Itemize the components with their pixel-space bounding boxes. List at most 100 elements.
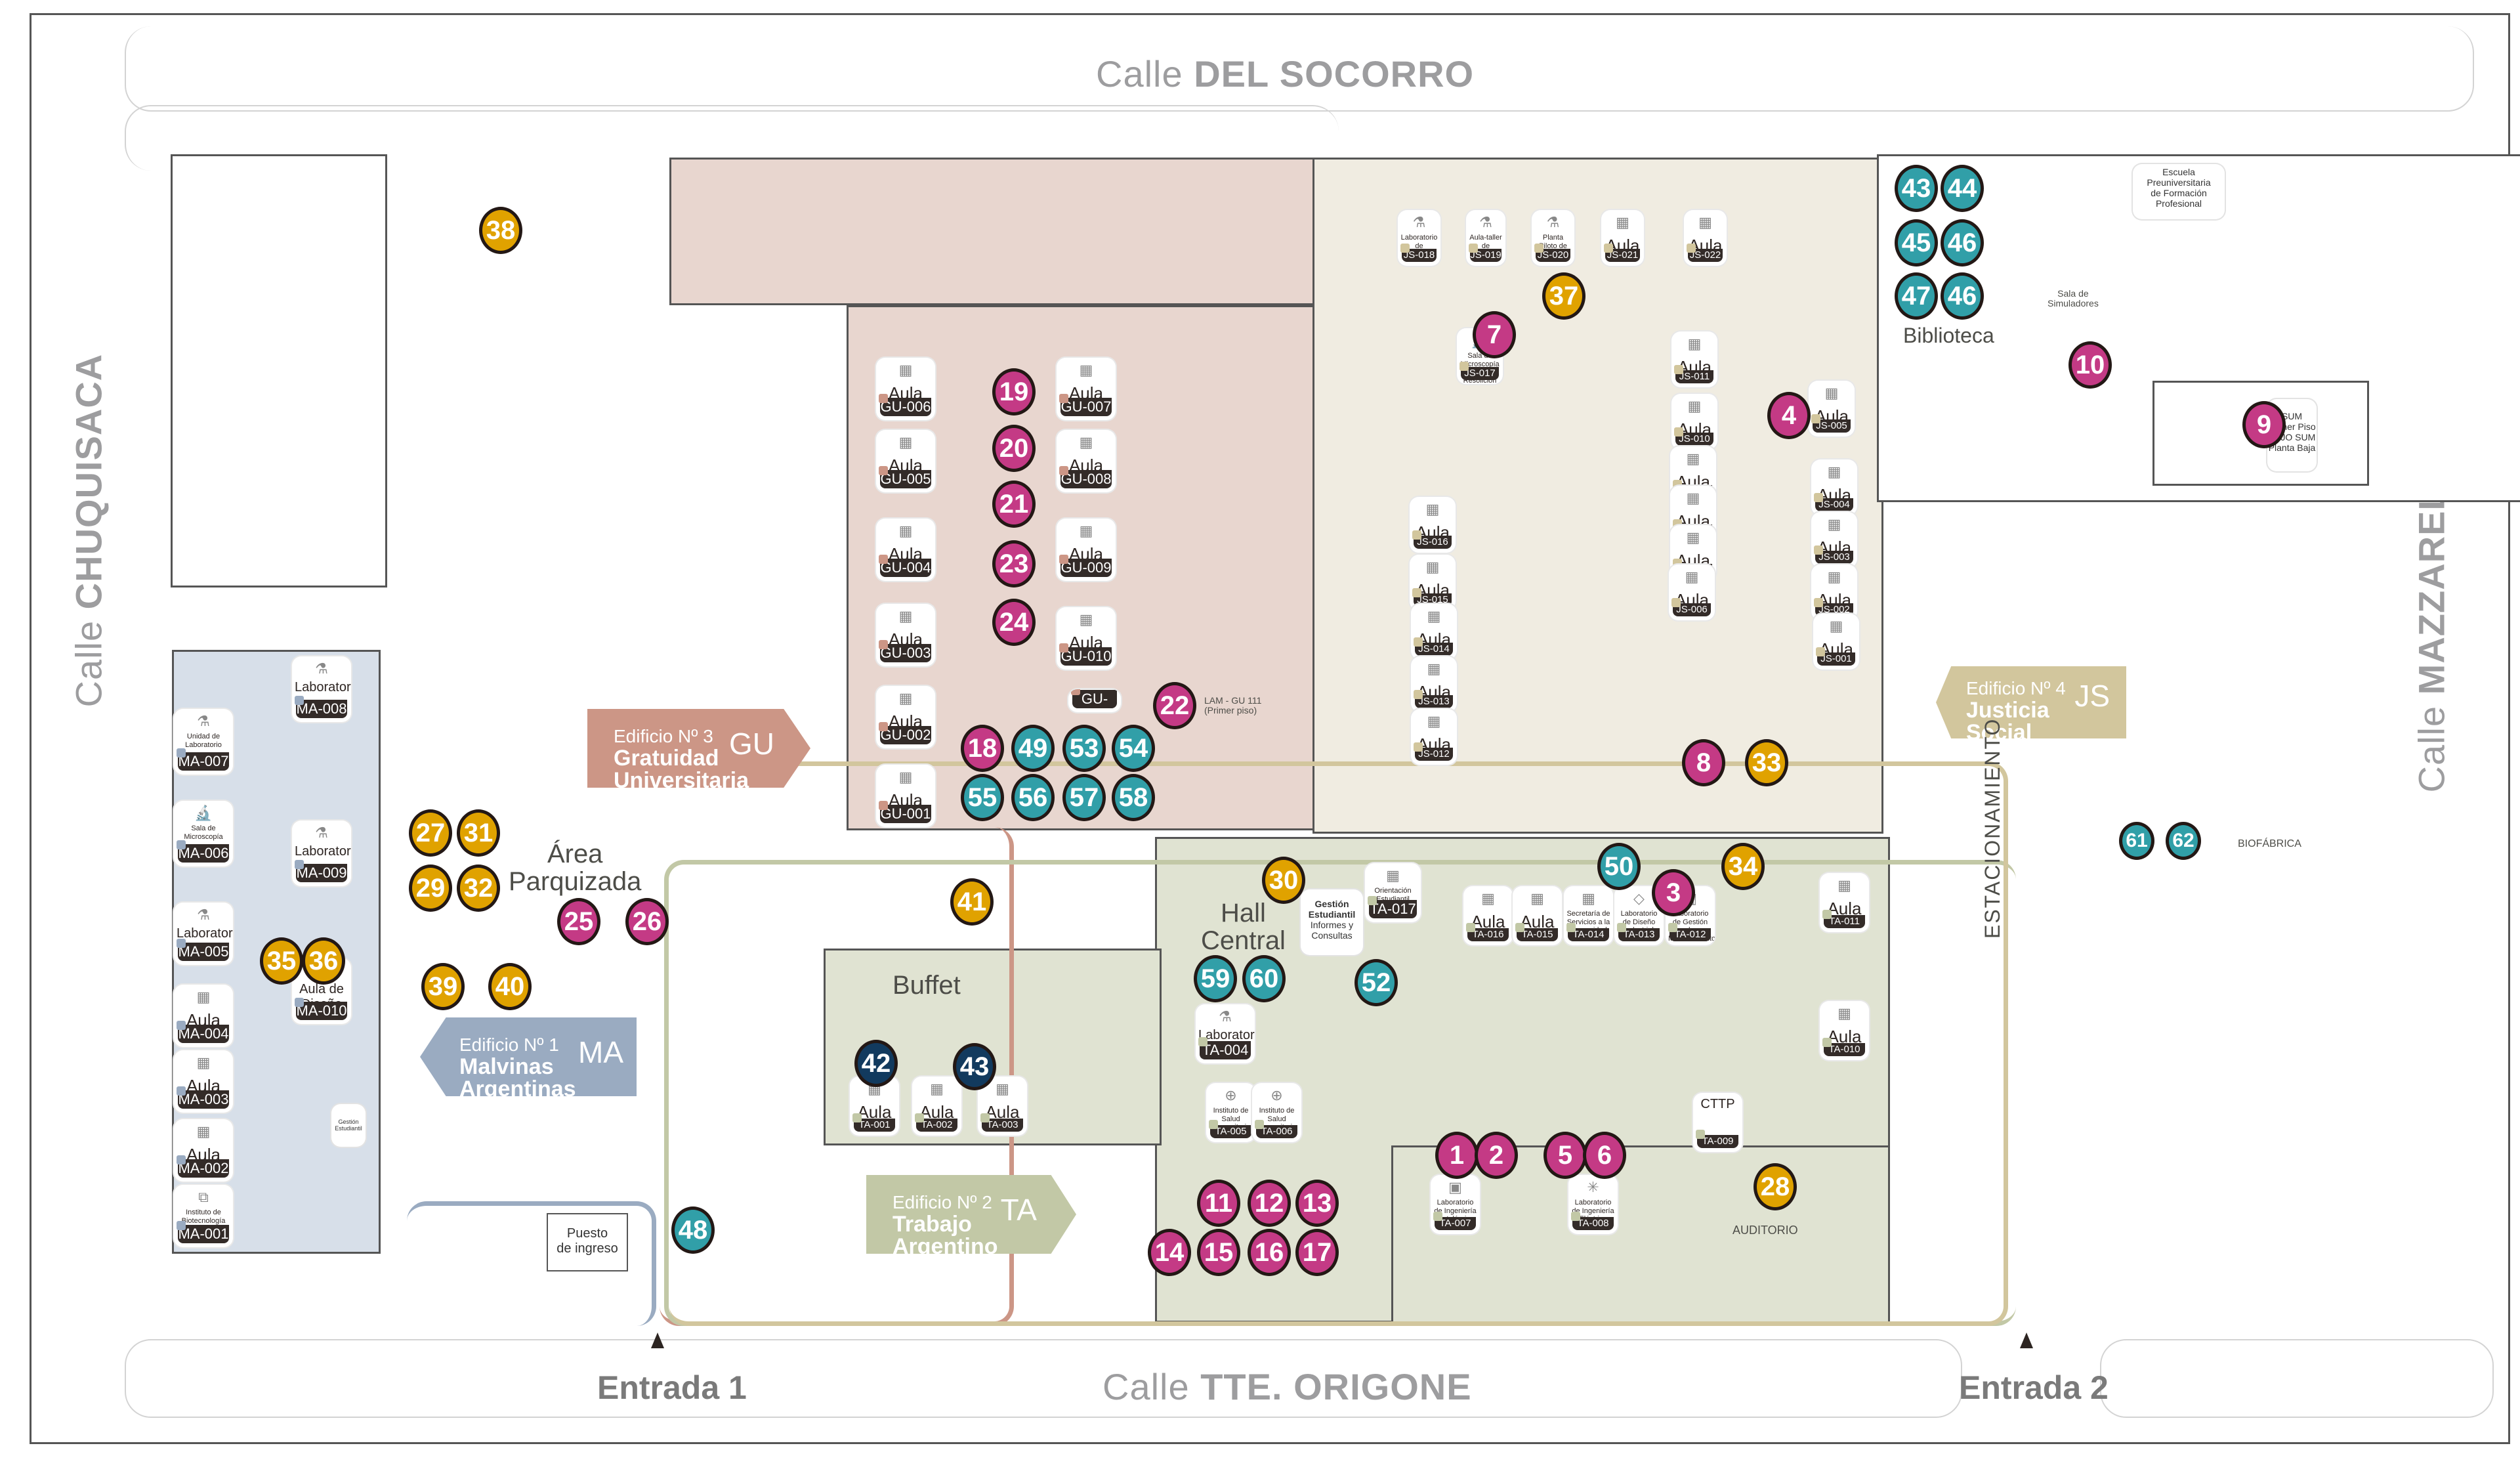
location-marker-52[interactable]: 52 bbox=[1354, 959, 1398, 1006]
entrance-1-label[interactable]: Entrada 1 bbox=[597, 1369, 747, 1406]
location-marker-47[interactable]: 47 bbox=[1895, 272, 1938, 320]
location-marker-30[interactable]: 30 bbox=[1262, 857, 1305, 904]
location-marker-28[interactable]: 28 bbox=[1754, 1163, 1797, 1210]
location-marker-32[interactable]: 32 bbox=[457, 865, 500, 912]
location-marker-27[interactable]: 27 bbox=[409, 809, 452, 857]
location-marker-46[interactable]: 46 bbox=[1941, 219, 1984, 267]
location-marker-44[interactable]: 44 bbox=[1941, 165, 1984, 212]
location-marker-29[interactable]: 29 bbox=[409, 865, 452, 912]
room-ta-006[interactable]: ⊕Instituto de Salud ComunitariaTA-006 bbox=[1252, 1083, 1301, 1142]
room-ta-014[interactable]: ▦Secretaría de Servicios a la ComunidadT… bbox=[1564, 886, 1613, 945]
location-marker-34[interactable]: 34 bbox=[1721, 843, 1765, 890]
location-marker-23[interactable]: 23 bbox=[992, 540, 1036, 587]
location-marker-9[interactable]: 9 bbox=[2242, 401, 2286, 448]
location-marker-50[interactable]: 50 bbox=[1597, 843, 1641, 890]
sala-simuladores[interactable]: Sala de Simuladores bbox=[2048, 289, 2099, 308]
location-marker-40[interactable]: 40 bbox=[488, 963, 532, 1010]
location-marker-3[interactable]: 3 bbox=[1652, 869, 1695, 916]
location-marker-10[interactable]: 10 bbox=[2068, 341, 2112, 389]
location-marker-37[interactable]: 37 bbox=[1542, 272, 1586, 320]
location-marker-43[interactable]: 43 bbox=[953, 1043, 996, 1090]
location-marker-45[interactable]: 45 bbox=[1895, 219, 1938, 267]
location-marker-20[interactable]: 20 bbox=[992, 425, 1036, 472]
location-marker-62[interactable]: 62 bbox=[2166, 822, 2201, 860]
location-marker-4[interactable]: 4 bbox=[1767, 392, 1811, 439]
location-marker-24[interactable]: 24 bbox=[992, 599, 1036, 646]
puesto-ingreso[interactable]: Puesto de ingreso bbox=[548, 1214, 627, 1270]
gestion-estudiantil-ma[interactable]: Gestión Estudiantil bbox=[331, 1104, 366, 1147]
location-marker-5[interactable]: 5 bbox=[1544, 1132, 1587, 1179]
location-marker-59[interactable]: 59 bbox=[1194, 955, 1237, 1002]
location-marker-33[interactable]: 33 bbox=[1745, 739, 1788, 786]
location-marker-58[interactable]: 58 bbox=[1112, 774, 1155, 821]
room-js-018[interactable]: ⚗Laboratorio de AlimentosJS-018 bbox=[1398, 210, 1440, 266]
room-ta-013[interactable]: ◇Laboratorio de Diseño IndustrialTA-013 bbox=[1614, 886, 1664, 945]
location-marker-16[interactable]: 16 bbox=[1248, 1229, 1291, 1276]
location-marker-56[interactable]: 56 bbox=[1011, 774, 1055, 821]
location-marker-61[interactable]: 61 bbox=[2119, 822, 2154, 860]
location-marker-42[interactable]: 42 bbox=[854, 1040, 898, 1087]
location-marker-21[interactable]: 21 bbox=[992, 480, 1036, 528]
room-js-019[interactable]: ⚗Aula-taller de AlimentosJS-019 bbox=[1466, 210, 1505, 266]
location-marker-36[interactable]: 36 bbox=[302, 937, 345, 985]
location-marker-25[interactable]: 25 bbox=[557, 898, 600, 945]
location-marker-35[interactable]: 35 bbox=[260, 937, 303, 985]
location-marker-46[interactable]: 46 bbox=[1941, 272, 1984, 320]
location-marker-31[interactable]: 31 bbox=[457, 809, 500, 857]
location-marker-14[interactable]: 14 bbox=[1148, 1229, 1191, 1276]
location-marker-60[interactable]: 60 bbox=[1242, 955, 1286, 1002]
location-marker-13[interactable]: 13 bbox=[1295, 1180, 1339, 1227]
location-marker-38[interactable]: 38 bbox=[479, 207, 522, 254]
room-ta-007[interactable]: ▣Laboratorio de Ingeniería MetalúrgicaTA… bbox=[1431, 1175, 1480, 1234]
location-marker-8[interactable]: 8 bbox=[1682, 739, 1725, 786]
location-marker-18[interactable]: 18 bbox=[961, 725, 1004, 772]
entrance-2-label[interactable]: Entrada 2 bbox=[1959, 1369, 2109, 1406]
location-marker-41[interactable]: 41 bbox=[950, 878, 994, 926]
room-gu-011[interactable]: GU-011 bbox=[1068, 689, 1121, 712]
location-marker-26[interactable]: 26 bbox=[625, 898, 669, 945]
location-marker-48[interactable]: 48 bbox=[671, 1206, 715, 1254]
room-ta-004[interactable]: ⚗LaboratorioTA-004 bbox=[1196, 1004, 1255, 1063]
building-sign-ta[interactable]: Edificio Nº 2 Trabajo Argentino TA bbox=[866, 1175, 1076, 1254]
location-marker-6[interactable]: 6 bbox=[1583, 1132, 1626, 1179]
gestion-estudiantil-ta[interactable]: Gestión Estudiantil Informes y Consultas bbox=[1301, 889, 1363, 955]
location-marker-19[interactable]: 19 bbox=[992, 368, 1036, 416]
building-sign-ma[interactable]: Edificio Nº 1 Malvinas Argentinas MA bbox=[420, 1017, 637, 1096]
location-marker-22[interactable]: 22 bbox=[1153, 682, 1196, 729]
room-ta-005[interactable]: ⊕Instituto de Salud ComunitariaTA-005 bbox=[1206, 1083, 1255, 1142]
location-marker-12[interactable]: 12 bbox=[1248, 1180, 1291, 1227]
location-marker-57[interactable]: 57 bbox=[1062, 774, 1106, 821]
location-marker-11[interactable]: 11 bbox=[1197, 1180, 1240, 1227]
